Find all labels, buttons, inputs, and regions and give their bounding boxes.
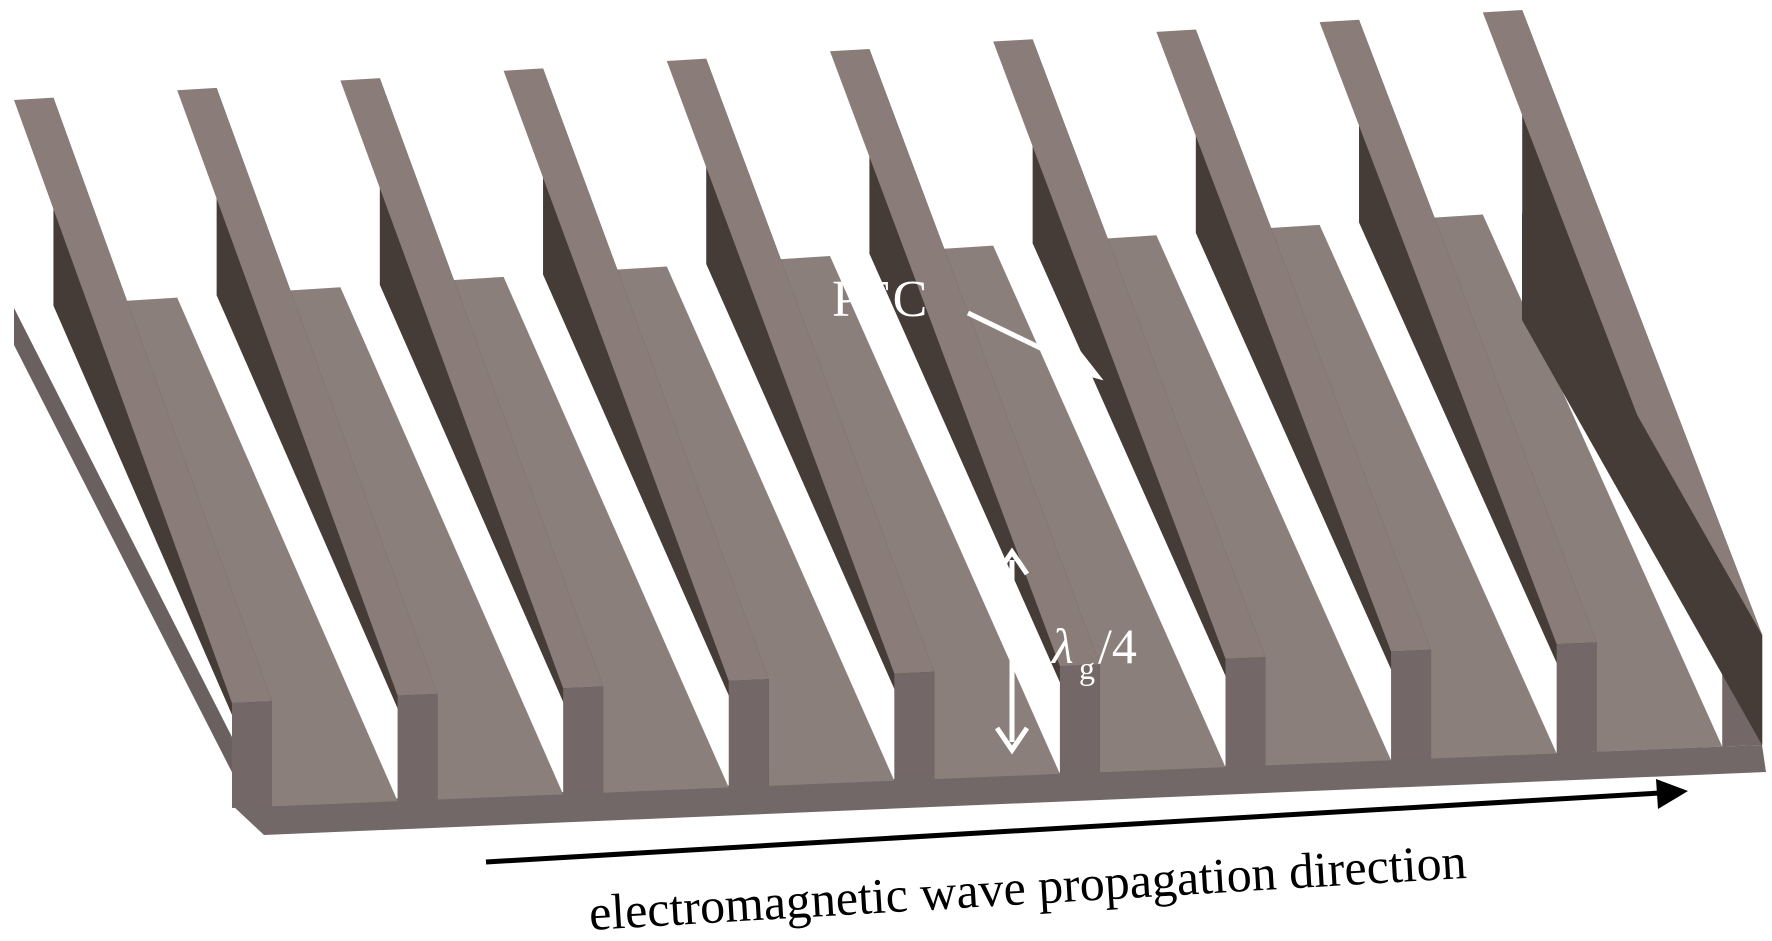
propagation-arrow-line	[485, 790, 1661, 865]
ridge-top-edge-4	[503, 68, 769, 681]
base-plate-front	[232, 745, 1766, 835]
ridge-top-edge-8	[1156, 29, 1432, 652]
pec-annotation: PEC	[832, 271, 1104, 381]
ridge-front-face-9	[1556, 642, 1597, 754]
ridge-front-face-4	[728, 679, 769, 788]
ridge-top-edge-7	[993, 39, 1266, 659]
depth-quarter-suffix: /4	[1098, 618, 1137, 674]
pec-pointer-arrowhead	[1062, 346, 1104, 381]
depth-annotation: λ g /4	[994, 547, 1137, 755]
ridge-front-face-3	[563, 686, 604, 795]
ridge-front-face-1	[232, 701, 272, 808]
ridge-top-edge-3	[340, 78, 604, 689]
depth-arrowhead-bottom	[994, 726, 1030, 755]
right-end-wall	[1522, 212, 1762, 745]
ridge-front-face-2	[397, 693, 438, 802]
ridge-top-edge-2	[177, 87, 438, 696]
depth-subscript-g: g	[1079, 650, 1095, 686]
ridge-top-edge-1	[14, 97, 272, 704]
ridge-front-face-8	[1391, 649, 1432, 761]
ridge-top-edge-9	[1319, 19, 1597, 645]
ridge-top-edge-5	[666, 58, 935, 674]
ridge-top-edge-6	[829, 48, 1100, 667]
ridge-front-face-6	[1059, 664, 1100, 774]
ridge-front-face-5	[894, 671, 935, 781]
propagation-arrowhead	[1656, 779, 1688, 809]
base-plate-left-edge	[14, 308, 264, 835]
corrugated-geometry	[14, 9, 1766, 835]
depth-lambda-symbol: λ	[1050, 618, 1074, 674]
pec-pointer-arrow-line	[966, 310, 1092, 375]
depth-arrowhead-top	[994, 547, 1030, 576]
ridge-top-edge-10	[1482, 9, 1763, 637]
ridge-front-face-7	[1225, 657, 1266, 768]
pec-label: PEC	[832, 271, 927, 328]
